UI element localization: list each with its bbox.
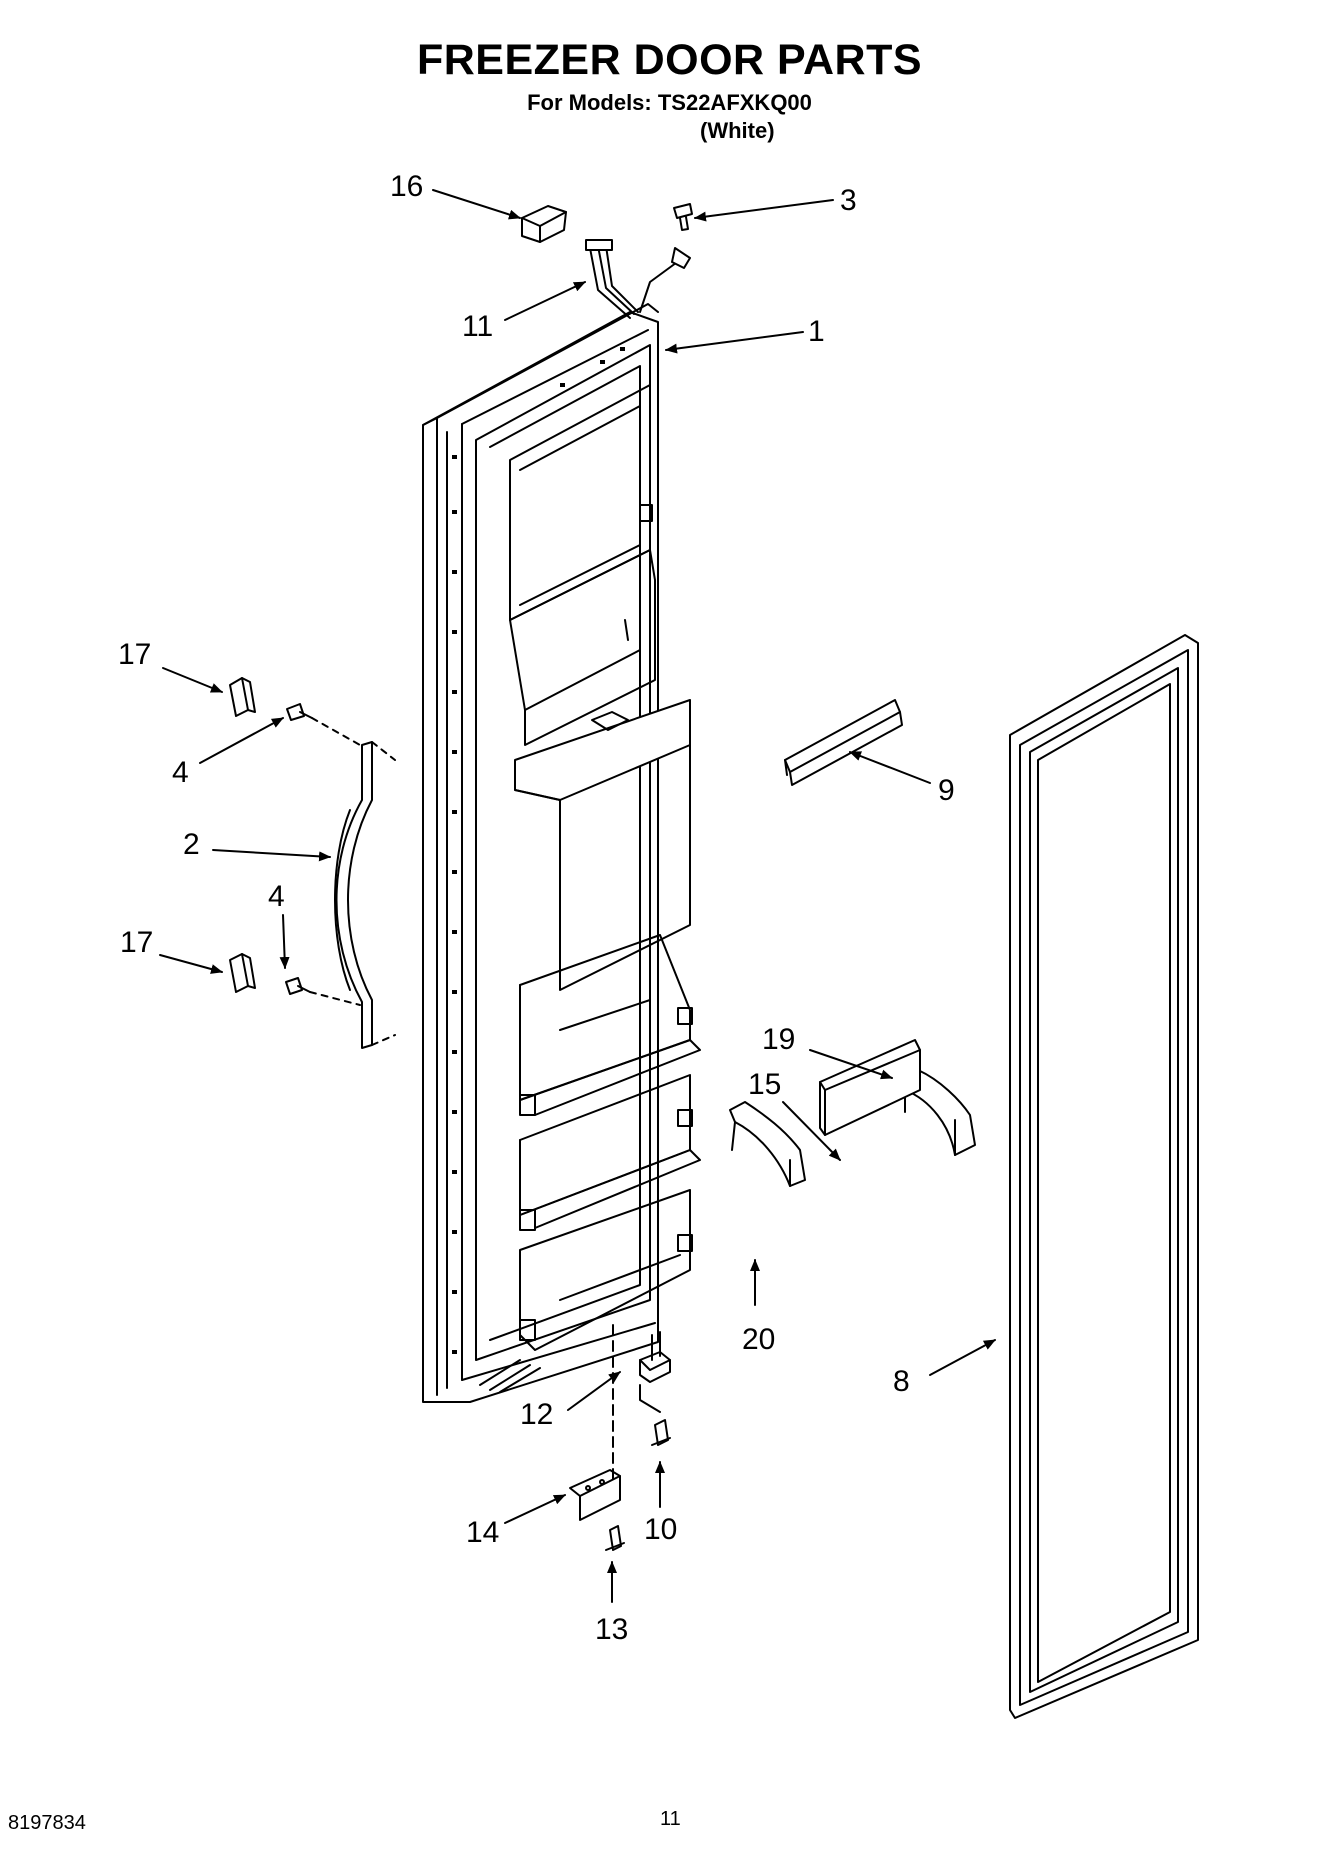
callout-15: 15 xyxy=(748,1068,782,1101)
screw-part-3 xyxy=(674,204,692,230)
leader-16 xyxy=(433,190,520,220)
leader-4a xyxy=(200,718,283,763)
leader-17a xyxy=(163,668,222,692)
callout-4-lower: 4 xyxy=(268,880,285,913)
bin-front-part-15 xyxy=(820,1040,920,1135)
callout-16: 16 xyxy=(390,170,424,203)
callout-14: 14 xyxy=(466,1516,500,1549)
cover-part-16 xyxy=(522,206,566,242)
page-title: FREEZER DOOR PARTS xyxy=(416,36,923,84)
end-cap-upper xyxy=(230,678,255,716)
door-screw-holes xyxy=(452,347,625,1354)
leader-19 xyxy=(810,1050,892,1080)
wire-harness xyxy=(586,240,690,318)
callout-17-lower: 17 xyxy=(120,926,154,959)
leader-8 xyxy=(930,1340,995,1375)
leader-9 xyxy=(850,752,930,783)
callout-3: 3 xyxy=(840,184,857,217)
handle-screw-upper xyxy=(287,704,360,745)
handle-screw-lower xyxy=(286,978,360,1005)
bin-end-part-20 xyxy=(730,1102,805,1186)
callout-11: 11 xyxy=(462,310,494,343)
leader-12 xyxy=(568,1372,620,1410)
callout-20: 20 xyxy=(742,1323,776,1356)
page-number: 11 xyxy=(660,1808,681,1830)
leader-4b xyxy=(279,915,290,968)
document-number: 8197834 xyxy=(8,1812,86,1834)
model-subtitle: For Models: TS22AFXKQ00 xyxy=(527,90,812,115)
callout-1: 1 xyxy=(808,315,825,348)
leader-3 xyxy=(695,200,833,222)
callout-17-upper: 17 xyxy=(118,638,152,671)
freezer-door-shell xyxy=(423,304,658,1402)
hinge-plate-part-14 xyxy=(570,1470,620,1520)
leader-2 xyxy=(213,850,330,862)
callout-9: 9 xyxy=(938,774,955,807)
callout-2: 2 xyxy=(183,828,200,861)
dispenser-cavity xyxy=(510,385,690,990)
screw-part-13 xyxy=(606,1526,624,1550)
callout-13: 13 xyxy=(595,1613,629,1646)
hinge-guide-line xyxy=(640,1385,660,1412)
trim-strip-part-9 xyxy=(785,700,902,785)
leader-1 xyxy=(666,332,803,354)
door-shelves xyxy=(520,935,700,1350)
callout-10: 10 xyxy=(644,1513,678,1546)
leader-15 xyxy=(783,1102,840,1160)
door-gasket xyxy=(1010,635,1198,1718)
leader-11 xyxy=(505,282,585,320)
leader-arrows xyxy=(160,190,995,1602)
callout-12: 12 xyxy=(520,1398,554,1431)
leader-17b xyxy=(160,955,222,974)
callout-4-upper: 4 xyxy=(172,756,189,789)
leader-14 xyxy=(505,1495,565,1523)
callout-8: 8 xyxy=(893,1365,910,1398)
door-handle xyxy=(335,742,395,1048)
screw-part-10 xyxy=(652,1420,670,1445)
color-variant: (White) xyxy=(700,118,775,143)
end-cap-lower xyxy=(230,954,255,992)
callout-19: 19 xyxy=(762,1023,796,1056)
hinge-bushing-part-12 xyxy=(640,1332,670,1382)
